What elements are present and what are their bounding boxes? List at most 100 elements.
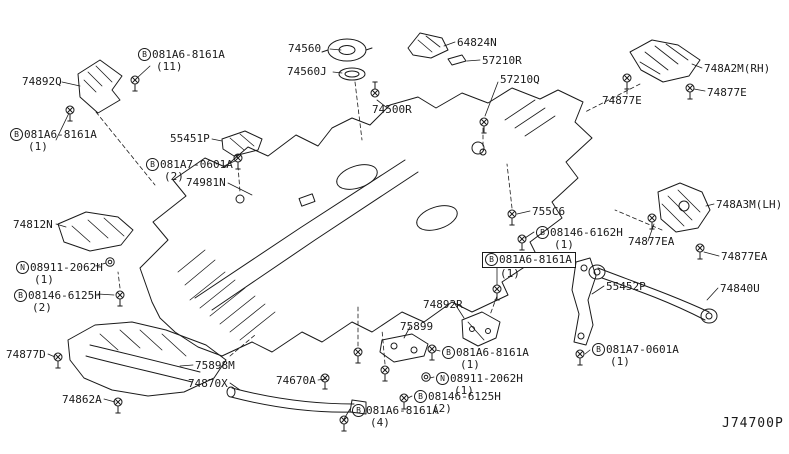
part-label: 748A3M(LH) (716, 199, 782, 211)
part-748A2M (629, 39, 701, 83)
part-number: 74500R (372, 103, 412, 116)
part-count: (2) (164, 170, 184, 183)
part-label: 55451P (170, 133, 210, 145)
part-number: 081A7-0601A (606, 342, 679, 356)
part-74892Q (77, 59, 123, 114)
part-label: 75898M (195, 360, 235, 372)
part-number: 081A6-8161A (456, 345, 529, 359)
part-number: 74812N (13, 218, 53, 231)
part-75899 (379, 333, 429, 363)
part-75898M (67, 321, 227, 397)
part-number: 08911-2062H (450, 371, 523, 385)
part-number: 081A7-0601A (160, 157, 233, 171)
part-74840U (588, 264, 718, 324)
part-74560J (338, 67, 366, 81)
part-number: 74862A (62, 393, 102, 406)
part-number: 08146-6125H (428, 389, 501, 403)
part-number: 74840U (720, 282, 760, 295)
part-label: 74840U (720, 283, 760, 295)
floor-panel-hatching (177, 99, 556, 341)
part-number: 55451P (170, 132, 210, 145)
part-number: 57210R (482, 54, 522, 67)
part-number: 748A2M(RH) (704, 62, 771, 75)
part-number: 74560J (287, 65, 327, 78)
part-count: (2) (432, 402, 452, 415)
fastener-prefix-icon: B (442, 346, 455, 359)
part-74812N (57, 211, 134, 252)
part-number: 08146-6162H (550, 225, 623, 239)
part-label: 74981N (186, 177, 226, 189)
part-label: 74892Q (22, 76, 62, 88)
part-number: 08911-2062H (30, 260, 103, 274)
part-number: 74877EA (628, 235, 675, 248)
fastener-prefix-icon: B (14, 289, 27, 302)
part-number: 74877EA (721, 250, 768, 263)
part-count: (1) (610, 355, 630, 368)
part-64824N (407, 32, 449, 59)
fastener-prefix-icon: B (10, 128, 23, 141)
part-number: 74870X (188, 377, 228, 390)
part-label: 74877E (602, 95, 642, 107)
part-count: (1) (500, 267, 520, 280)
part-label: 57210R (482, 55, 522, 67)
part-number: 74877E (602, 94, 642, 107)
part-74870X (226, 386, 367, 415)
construction-lines (95, 81, 663, 365)
part-74560 (321, 38, 373, 62)
part-748A3M (657, 182, 711, 233)
fastener-prefix-icon: B (536, 226, 549, 239)
fastener-prefix-icon: B (352, 404, 365, 417)
fastener-prefix-icon: B (146, 158, 159, 171)
part-number: 57210Q (500, 73, 540, 86)
part-label: 74560 (288, 43, 321, 55)
fastener-prefix-icon: N (436, 372, 449, 385)
part-74892R (461, 311, 501, 347)
part-label: 755C6 (532, 206, 565, 218)
floor-panel-outline (139, 87, 593, 357)
part-count: (2) (32, 301, 52, 314)
part-number: 55452P (606, 280, 646, 293)
fastener-prefix-icon: B (138, 48, 151, 61)
part-number: 748A3M(LH) (716, 198, 783, 211)
part-label: 74877D (6, 349, 46, 361)
part-number: 74560 (288, 42, 322, 55)
fastener-prefix-icon: B (485, 253, 498, 266)
part-number: 08146-6125H (28, 288, 101, 302)
part-number: 081A6-8161A (366, 403, 439, 417)
part-label: 748A2M(RH) (704, 63, 770, 75)
fastener-prefix-icon: N (16, 261, 29, 274)
part-count: (1) (454, 384, 474, 397)
part-number: 75899 (400, 320, 434, 333)
part-57210R (447, 54, 467, 66)
part-count: (11) (156, 60, 183, 73)
part-label: 64824N (457, 37, 497, 49)
part-number: 74981N (186, 176, 226, 189)
part-number: 74877E (707, 86, 747, 99)
part-label: 74870X (188, 378, 228, 390)
fastener-prefix-icon: B (592, 343, 605, 356)
part-number: 081A6-8161A (499, 252, 572, 266)
part-label: 75899 (400, 321, 433, 333)
part-count: (1) (34, 273, 54, 286)
leader-lines (47, 41, 720, 420)
part-label: 74812N (13, 219, 53, 231)
part-number: 081A6-8161A (24, 127, 97, 141)
part-number: 64824N (457, 36, 497, 49)
part-number: 74892Q (22, 75, 62, 88)
part-number: 74670A (276, 374, 316, 387)
part-number: 755C6 (532, 205, 566, 218)
part-label: 74877EA (721, 251, 767, 263)
part-count: (1) (28, 140, 48, 153)
part-label: 55452P (606, 281, 646, 293)
